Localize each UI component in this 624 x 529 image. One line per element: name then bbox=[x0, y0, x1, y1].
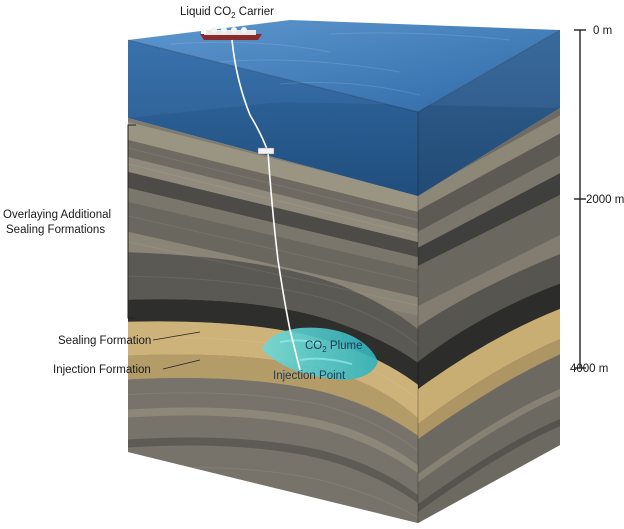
sealing-formation-label: Sealing Formation bbox=[58, 335, 151, 347]
depth-label-2000: 2000 m bbox=[586, 194, 624, 206]
depth-label-0: 0 m bbox=[593, 25, 612, 37]
overlaying-bracket bbox=[127, 124, 136, 319]
co2-plume-label: CO2 Plume bbox=[305, 340, 363, 354]
carrier-label: Liquid CO2 Carrier bbox=[180, 6, 274, 20]
ocean-front-face bbox=[128, 40, 418, 196]
depth-scale bbox=[574, 29, 586, 369]
injection-point-label: Injection Point bbox=[273, 370, 346, 382]
wellhead bbox=[257, 147, 275, 155]
injection-formation-label: Injection Formation bbox=[53, 364, 151, 376]
pipeline bbox=[231, 39, 301, 371]
rock-front-face bbox=[128, 118, 418, 523]
depth-label-4000: 4000 m bbox=[570, 363, 608, 375]
ocean-side-face bbox=[418, 30, 560, 196]
ocean-surface bbox=[128, 20, 560, 112]
co2-carrier-ship bbox=[200, 27, 262, 40]
overlaying-label-line1: Overlaying Additional bbox=[3, 209, 111, 221]
overlaying-label-line2: Sealing Formations bbox=[6, 224, 105, 236]
